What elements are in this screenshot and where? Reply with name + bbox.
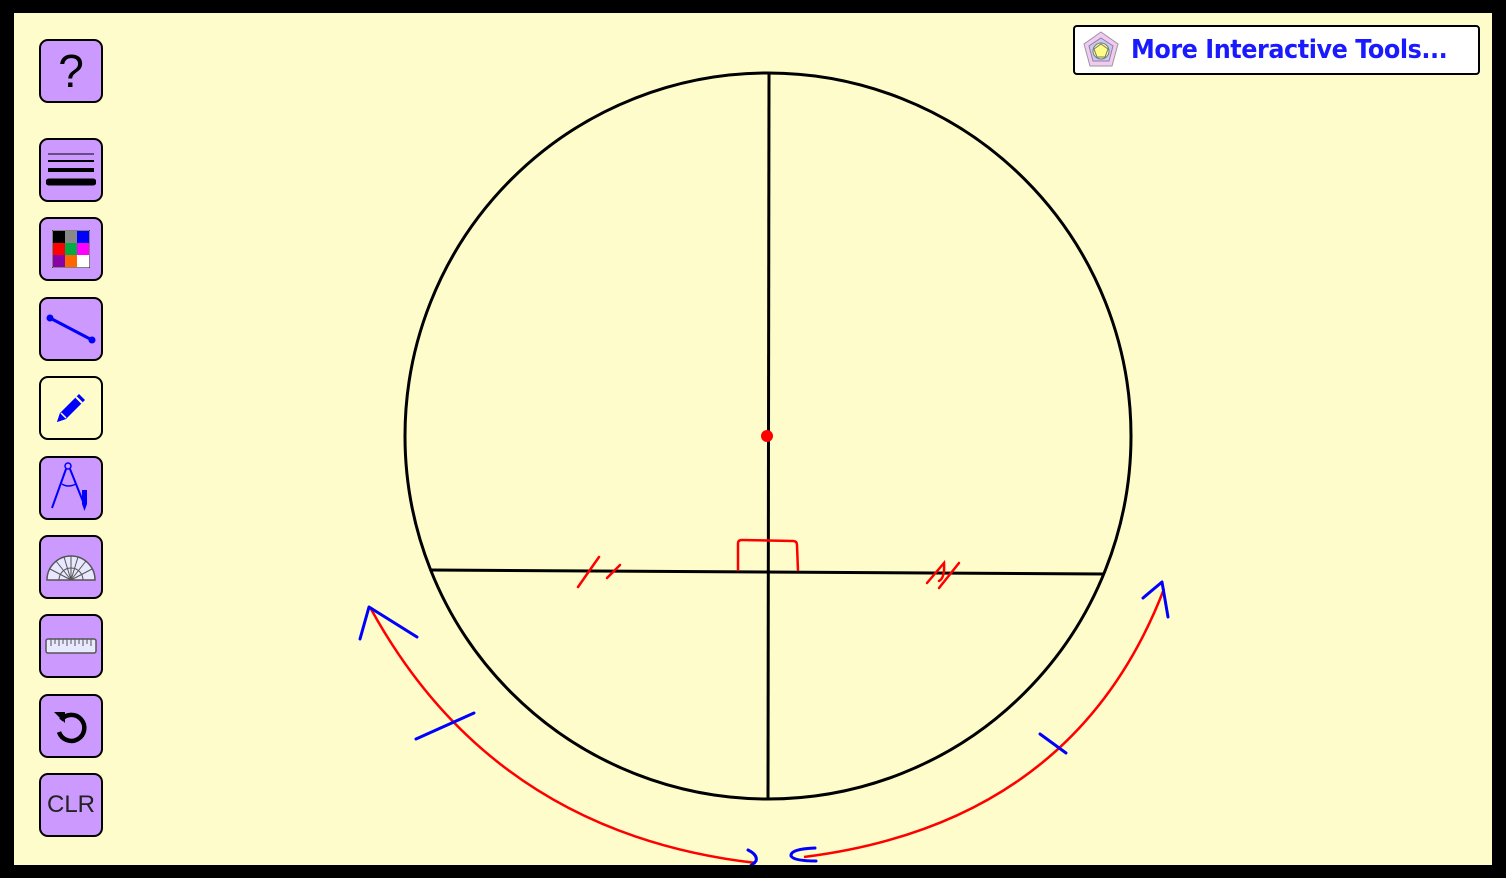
right-arc — [803, 588, 1166, 859]
undo-icon — [54, 712, 87, 744]
line-thickness-button[interactable] — [39, 138, 103, 202]
right-angle-mark — [736, 538, 800, 572]
clear-button[interactable]: CLR — [39, 773, 103, 837]
protractor-button[interactable] — [39, 535, 103, 599]
compass-icon — [51, 462, 87, 511]
chord-tick-marks-right — [925, 559, 961, 590]
right-arrowhead — [1141, 580, 1170, 619]
compass-button[interactable] — [39, 456, 103, 520]
left-arrowhead — [358, 605, 419, 641]
horizontal-chord — [430, 568, 1105, 576]
drawing-canvas[interactable] — [14, 13, 1492, 865]
pencil-button[interactable] — [39, 376, 103, 440]
ruler-button[interactable] — [39, 614, 103, 678]
chord-tick-marks-left — [576, 555, 622, 589]
bottom-left-arrowhead — [746, 848, 758, 865]
line-thickness-icon — [46, 153, 96, 186]
more-interactive-tools-button[interactable]: More Interactive Tools... — [1073, 25, 1480, 75]
pencil-icon — [57, 394, 85, 422]
line-segment-icon — [46, 314, 96, 344]
question-mark-icon: ? — [58, 45, 84, 97]
help-button[interactable]: ? — [39, 39, 103, 103]
undo-button[interactable] — [39, 694, 103, 758]
color-palette-icon — [52, 230, 90, 268]
protractor-icon — [46, 555, 96, 581]
drawing-board[interactable]: ? — [14, 13, 1492, 865]
more-tools-label: More Interactive Tools... — [1131, 35, 1448, 65]
clear-label: CLR — [46, 791, 95, 818]
ruler-icon — [45, 638, 97, 654]
line-segment-button[interactable] — [39, 297, 103, 361]
arc-annotations-blue — [358, 580, 1170, 865]
bottom-right-arrowhead — [789, 846, 818, 863]
left-arc-tick — [414, 711, 476, 741]
pentagon-logo-icon — [1083, 31, 1119, 67]
color-picker-button[interactable] — [39, 217, 103, 281]
right-arc-tick — [1038, 732, 1068, 755]
left-arc — [369, 608, 757, 865]
center-point — [761, 430, 773, 442]
